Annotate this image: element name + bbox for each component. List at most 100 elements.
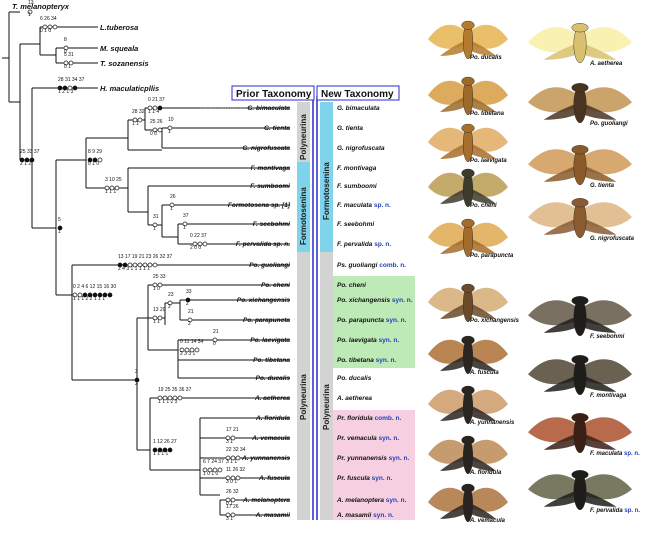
- band-label-polyneurina-prior-top: Polyneurina: [299, 114, 308, 160]
- taxon-status-note: syn. n.: [377, 337, 400, 344]
- specimen-photo: A. yunnanensis: [428, 385, 515, 426]
- node-state-numbers: 1: [183, 225, 186, 231]
- node-state-numbers: 3 1 1: [226, 459, 237, 465]
- taxon-status-note: syn. n.: [374, 357, 397, 364]
- prior-taxon-label: F. sumboomi: [250, 183, 290, 190]
- node-character-numbers: 1 12 26 27: [153, 439, 177, 445]
- node-state-numbers: 1: [58, 229, 61, 235]
- node-character-numbers: 0 22 37: [190, 233, 207, 239]
- prior-taxon-label: A. masamii: [255, 512, 291, 519]
- taxon-status-note: sp. n.: [372, 202, 391, 209]
- node-state-numbers: 1 0 1 0: [203, 471, 219, 477]
- new-taxon-label: Pr. floridula comb. n.: [337, 415, 401, 422]
- node-character-numbers: 8 9 29: [88, 149, 102, 155]
- prior-taxon-label: G. tienta: [264, 125, 290, 132]
- new-taxon-label: Ps. guoliangi comb. n.: [337, 262, 406, 269]
- tree-branches: [2, 11, 290, 516]
- prior-band-formotosenina: [297, 162, 310, 252]
- specimen-label: A. floridula: [469, 470, 502, 476]
- node-state-numbers: 3 1: [226, 516, 233, 522]
- node-character-numbers: 13 20: [153, 307, 166, 313]
- prior-taxon-label: Po. ducalis: [256, 375, 291, 382]
- node-state-numbers: 1 1 4: [148, 109, 159, 115]
- specimen-photo: Po. xichangensis: [428, 283, 520, 324]
- node-character-numbers: 0 11 14 34: [180, 339, 203, 345]
- specimen-label: Po. xichangensis: [470, 318, 520, 324]
- node-state-numbers: 0: [213, 341, 216, 347]
- specimen-photo: G. tienta: [528, 145, 632, 189]
- new-taxon-label: F. pervalida sp. n.: [337, 241, 391, 248]
- node-character-numbers: 11 26 32: [226, 467, 245, 473]
- specimen-photo: Po. parapuncta: [428, 218, 514, 259]
- node-state-numbers: 1 1: [132, 121, 139, 127]
- specimen-label: Po. guoliangi: [590, 121, 628, 127]
- prior-taxon-label: A. melanoptera: [242, 497, 290, 504]
- outgroup-label: T. melanopteryx: [12, 2, 70, 11]
- specimen-label: A. aetherea: [589, 61, 623, 67]
- specimen-label: F. montivaga: [590, 393, 627, 399]
- specimen-photo: F. seebohmi: [528, 296, 632, 340]
- prior-taxon-label: A. aetherea: [254, 395, 290, 402]
- prior-taxon-label: Po. guoliangi: [249, 262, 290, 269]
- taxon-status-note: syn. n.: [384, 497, 407, 504]
- node-state-numbers: 1 0: [153, 286, 160, 292]
- new-taxon-label: A. masamii syn. n.: [336, 512, 394, 519]
- taxon-status-note: comb. n.: [377, 262, 406, 269]
- node-state-numbers: 1: [170, 206, 173, 212]
- specimen-label: G. tienta: [590, 183, 615, 189]
- node-state-numbers: 2 0 0: [190, 245, 201, 251]
- prior-taxon-label: Formotosena sp. [1]: [228, 202, 291, 209]
- new-taxon-label: F. maculata sp. n.: [337, 202, 391, 209]
- node-state-numbers: 1 1 1: [105, 189, 116, 195]
- new-taxon-label: Po. ducalis: [337, 375, 372, 382]
- node-character-numbers: 26 32: [226, 489, 239, 495]
- prior-taxonomy-header: Prior Taxonomy: [236, 89, 312, 100]
- specimen-label: Po. cheni: [470, 203, 497, 209]
- node-state-numbers: 1: [168, 129, 171, 135]
- node-state-numbers: 1: [28, 12, 31, 18]
- node-character-numbers: 17 26: [226, 504, 239, 510]
- node-character-numbers: 13 17 19 21 23 26 32 37: [118, 254, 172, 260]
- specimen-label: F. pervalida sp. n.: [590, 508, 640, 514]
- pink-box: [333, 410, 415, 520]
- specimen-label: F. seebohmi: [590, 334, 625, 340]
- node-character-numbers: 23: [168, 292, 174, 298]
- node-character-numbers: 26: [170, 194, 176, 200]
- prior-taxon-label: A. vemacula: [251, 435, 290, 442]
- taxon-status-note: syn. n.: [377, 435, 400, 442]
- specimen-photo: A. floridula: [428, 435, 508, 476]
- prior-taxon-label: Po. tibetana: [253, 357, 290, 364]
- node-state-numbers: 0 1 0: [40, 28, 51, 34]
- node-state-numbers: 2: [168, 304, 171, 310]
- node-character-numbers: 25 26: [150, 119, 163, 125]
- new-taxon-label: F. montivaga: [337, 165, 377, 172]
- node-state-numbers: 2 3 3 1: [180, 351, 196, 357]
- node-state-numbers: 3 1: [226, 439, 233, 445]
- new-taxon-label: A. melanoptera syn. n.: [336, 497, 407, 504]
- taxon-status-note: sp. n.: [372, 241, 391, 248]
- node-state-numbers: 1 1 1 2 2 1 1 1: [73, 296, 105, 302]
- node-state-numbers: 2: [186, 301, 189, 307]
- prior-taxon-label: F. pervalida sp. n.: [236, 241, 290, 248]
- new-taxon-label: F. seebohmi: [337, 221, 374, 228]
- taxon-status-note: syn. n.: [384, 317, 407, 324]
- node-character-numbers: 0 2 4 6 12 15 16 30: [73, 284, 116, 290]
- prior-band-polyneurina-top: [297, 102, 310, 162]
- new-taxon-label: Po. parapuncta syn. n.: [337, 317, 407, 324]
- specimen-photo: G. nigrofuscata: [528, 198, 635, 242]
- new-taxon-label: G. bimaculata: [337, 105, 380, 112]
- node-state-numbers: 1: [153, 226, 156, 232]
- new-taxon-label: G. tienta: [337, 125, 363, 132]
- new-taxon-label: Pr. fuscula syn. n.: [337, 475, 392, 482]
- new-taxonomy-header: New Taxonomy: [321, 89, 394, 100]
- node-character-numbers: 28 31 34 37: [58, 77, 85, 83]
- node-character-numbers: 25 33 37: [20, 149, 40, 155]
- node-character-numbers: 5 31: [64, 52, 74, 58]
- specimen-photo: Po. guoliangi: [528, 83, 632, 127]
- prior-taxon-label: Po. parapuncta: [243, 317, 290, 324]
- prior-taxon-label: Po. laevigata: [250, 337, 290, 344]
- node-state-numbers: 0 1: [64, 64, 71, 70]
- node-character-numbers: 10: [168, 117, 174, 123]
- node-state-numbers: 2 4 3 1 1 1 1 1: [118, 266, 150, 272]
